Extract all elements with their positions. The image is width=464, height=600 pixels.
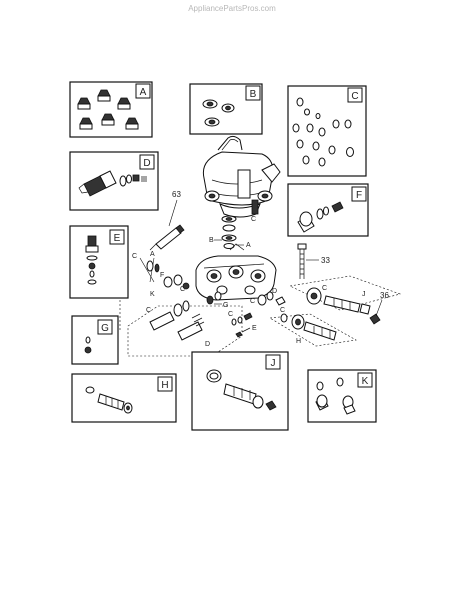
callout-j: J (362, 291, 366, 298)
kit-d-label: D (143, 158, 150, 169)
kit-e-panel[interactable]: E (69, 225, 129, 299)
pump-manifold (202, 135, 281, 218)
o-ring-set (292, 97, 354, 167)
kit-a-label: A (140, 87, 147, 98)
callout-b: B (209, 237, 214, 244)
kit-g-label: G (101, 323, 109, 334)
callout-c-mid: C (180, 286, 185, 293)
kit-k-parts (315, 377, 356, 415)
callout-d: D (205, 341, 210, 348)
right-small-parts (231, 291, 286, 338)
kit-k-panel[interactable]: K (307, 369, 377, 423)
callout-63: 63 (172, 190, 181, 199)
callout-g: G (223, 302, 228, 309)
assembly-j (289, 275, 402, 325)
kit-h-panel[interactable]: H (71, 373, 177, 423)
nozzle-tips (77, 89, 139, 130)
kit-g-panel[interactable]: G (71, 315, 119, 365)
bolt-33 (297, 243, 307, 279)
piston-seals (202, 99, 235, 127)
callout-d-right: D (272, 288, 277, 295)
callout-c-top: C (251, 216, 256, 223)
callout-h: H (296, 338, 301, 345)
seal-stack (221, 199, 259, 249)
kit-c-panel[interactable]: C (287, 85, 367, 177)
lower-assembly (119, 291, 243, 357)
unloader-valve (78, 170, 147, 197)
kit-e-label: E (114, 233, 121, 244)
part-63 (149, 224, 185, 251)
kit-k-label: K (362, 376, 369, 387)
callout-f: F (160, 272, 164, 279)
callout-36: 36 (380, 291, 389, 300)
callout-c-left: C (132, 253, 137, 260)
callout-a-top: A (246, 242, 251, 249)
check-valve (297, 201, 344, 233)
injector-parts (85, 235, 99, 285)
callout-k: K (150, 291, 155, 298)
kit-g-parts (84, 336, 92, 354)
kit-f-panel[interactable]: F (287, 183, 369, 237)
watermark: AppliancePartsPros.com (188, 4, 276, 13)
callout-c-small: C (228, 311, 233, 318)
callout-c-lower: C (146, 307, 151, 314)
callout-e: E (252, 325, 257, 332)
kit-d-panel[interactable]: D (69, 151, 159, 211)
callout-a-left: A (150, 251, 155, 258)
kit-h-label: H (161, 380, 168, 391)
pump-head (195, 243, 277, 301)
callout-c-j: C (322, 285, 327, 292)
kit-j-panel[interactable]: J (191, 351, 289, 431)
kit-b-panel[interactable]: B (189, 83, 263, 135)
kit-f-label: F (356, 190, 362, 201)
callout-33: 33 (321, 256, 330, 265)
kit-h-parts (85, 386, 133, 414)
kit-c-label: C (351, 91, 358, 102)
kit-b-label: B (250, 89, 257, 100)
callout-c-h: C (280, 307, 285, 314)
assembly-h (269, 313, 357, 347)
valve-seals-left (146, 260, 190, 290)
callout-c-right: C (250, 298, 255, 305)
kit-j-label: J (271, 358, 276, 369)
kit-j-parts (206, 369, 277, 411)
kit-a-panel[interactable]: A (69, 81, 153, 138)
